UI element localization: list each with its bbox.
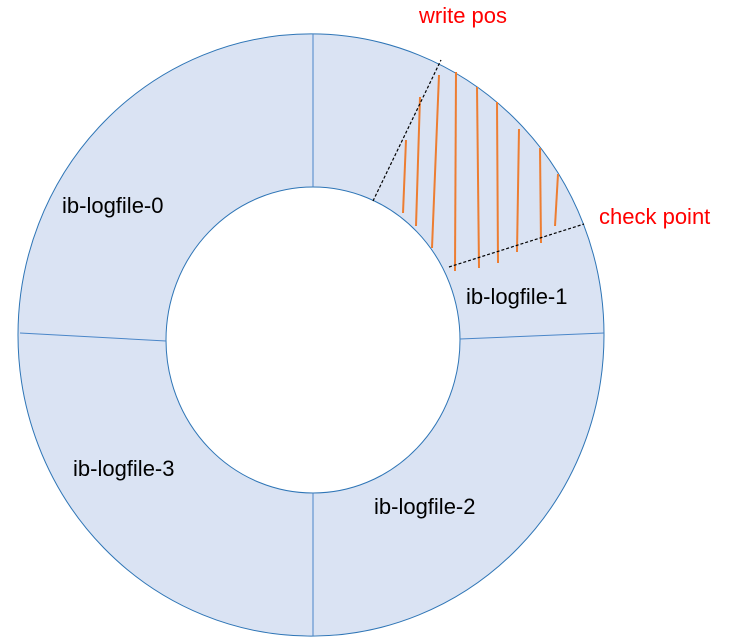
segment-label-ib-logfile-3: ib-logfile-3 — [73, 456, 175, 481]
hatch-line — [431, 74, 440, 249]
hatch-line — [402, 139, 407, 214]
log-ring — [17, 33, 605, 637]
hatch-line — [539, 147, 542, 244]
write-pos-label: write pos — [418, 3, 507, 28]
segment-label-ib-logfile-2: ib-logfile-2 — [374, 494, 476, 519]
hatch-line — [476, 86, 480, 269]
hatch-line — [415, 96, 421, 227]
check-point-line — [448, 223, 585, 268]
write-pos-line — [372, 59, 442, 202]
check-point-label: check point — [599, 204, 710, 229]
segment-label-ib-logfile-1: ib-logfile-1 — [466, 284, 568, 309]
divider-left — [19, 332, 167, 342]
segment-label-ib-logfile-0: ib-logfile-0 — [62, 193, 164, 218]
segment-dividers — [19, 34, 605, 636]
hatch-line — [554, 173, 559, 227]
hatch-line — [496, 101, 499, 264]
divider-right — [459, 332, 605, 340]
hatch-line — [454, 71, 457, 272]
hatch-line — [516, 128, 520, 253]
written-region-hatch — [402, 71, 559, 272]
